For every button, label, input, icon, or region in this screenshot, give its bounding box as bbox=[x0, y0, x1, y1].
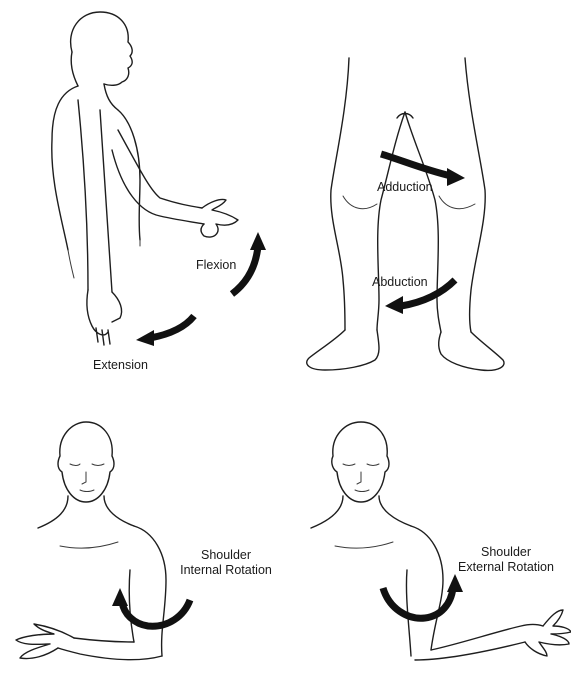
standing-figure-illustration bbox=[0, 0, 285, 380]
flexion-label: Flexion bbox=[196, 258, 236, 273]
internal-rotation-label-line1: Shoulder bbox=[201, 548, 251, 563]
extension-label: Extension bbox=[93, 358, 148, 373]
abduction-label: Abduction bbox=[372, 275, 428, 290]
panel-internal-rotation: Shoulder Internal Rotation bbox=[0, 420, 285, 675]
panel-external-rotation: Shoulder External Rotation bbox=[285, 420, 571, 675]
external-rotation-label-line1: Shoulder bbox=[481, 545, 531, 560]
external-rotation-label-line2: External Rotation bbox=[458, 560, 554, 575]
adduction-label: Adduction bbox=[377, 180, 433, 195]
internal-rotation-label-line2: Internal Rotation bbox=[180, 563, 272, 578]
panel-adduction-abduction: Adduction Abduction bbox=[285, 0, 571, 380]
panel-flexion-extension: Flexion Extension bbox=[0, 0, 285, 380]
